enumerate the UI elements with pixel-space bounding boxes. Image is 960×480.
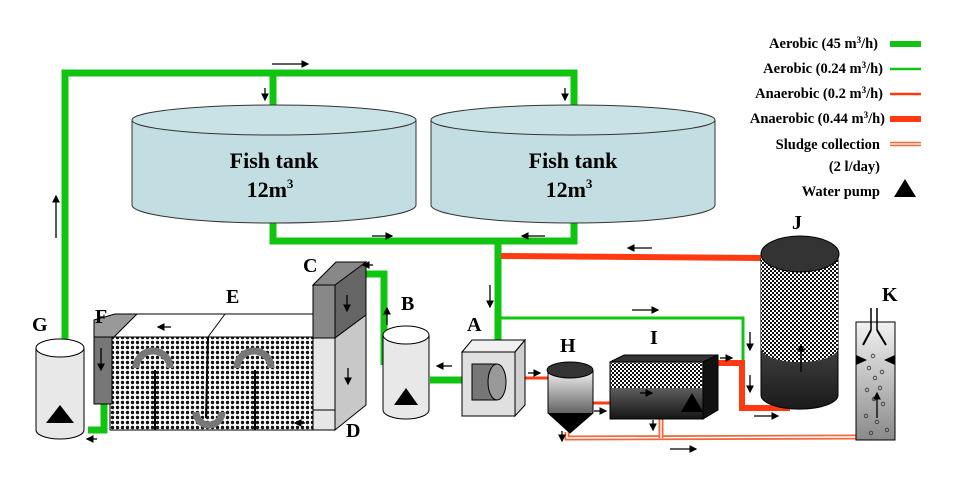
label-d: D xyxy=(346,420,360,442)
legend-item-anaerobic-thick: Anaerobic (0.44 m3/h) xyxy=(750,110,885,127)
flow-curve-icon xyxy=(132,347,174,369)
pipe-g-to-tanks xyxy=(61,69,578,345)
unit-g-pump-tank xyxy=(35,338,85,440)
anaerobic-thick-pipe-i-to-j xyxy=(712,360,790,411)
unit-k-aerator xyxy=(855,308,896,441)
water-pump-icon xyxy=(681,393,703,412)
pipe-f-to-g xyxy=(88,404,108,434)
unit-b-pump-tank xyxy=(382,325,430,420)
legend-item-sludge-rate: (2 l/day) xyxy=(829,159,880,175)
label-b: B xyxy=(401,293,414,315)
label-i: I xyxy=(650,327,658,349)
flow-curve-icon xyxy=(192,411,226,429)
anaerobic-thick-pipe-j-to-a xyxy=(500,253,763,261)
legend-item-aerobic-thin: Aerobic (0.24 m3/h) xyxy=(763,60,883,77)
unit-j-reactor xyxy=(760,235,840,410)
sludge-collection-line xyxy=(564,418,857,441)
legend-item-water-pump: Water pump xyxy=(802,184,880,200)
fish-tank-2-volume: 12m3 xyxy=(546,176,593,202)
label-e: E xyxy=(226,286,239,308)
unit-c-d xyxy=(311,261,368,432)
water-pump-icon xyxy=(394,388,418,405)
water-pump-icon xyxy=(894,179,916,197)
pipe-tanks-out xyxy=(269,222,578,245)
label-j: J xyxy=(792,212,802,234)
legend-item-sludge: Sludge collection xyxy=(776,137,880,153)
flow-curve-icon xyxy=(233,347,275,369)
legend-item-anaerobic-thin: Anaerobic (0.2 m3/h) xyxy=(755,85,883,102)
label-c: C xyxy=(303,255,317,277)
label-k: K xyxy=(882,284,898,306)
unit-i-reactor xyxy=(609,354,719,420)
unit-labels: A B C D E F G H I J K xyxy=(32,212,898,442)
aerobic-thin-pipe xyxy=(498,316,745,360)
unit-f xyxy=(93,313,139,405)
label-f: F xyxy=(95,306,107,328)
fish-tank-1: Fish tank 12m3 xyxy=(131,104,417,224)
unit-h-settler xyxy=(546,361,594,434)
label-h: H xyxy=(560,335,576,357)
water-pump-icon xyxy=(46,405,74,423)
flow-arrows xyxy=(52,60,881,453)
fish-tank-2-name: Fish tank xyxy=(529,148,618,173)
label-a: A xyxy=(467,314,482,336)
fish-tank-1-name: Fish tank xyxy=(230,148,319,173)
legend-item-aerobic-thick: Aerobic (45 m3/h) xyxy=(769,35,878,52)
label-g: G xyxy=(32,314,48,336)
fish-tank-1-volume: 12m3 xyxy=(247,176,294,202)
legend: Aerobic (45 m3/h) Aerobic (0.24 m3/h) An… xyxy=(750,35,921,200)
unit-a-drum-filter xyxy=(460,338,527,418)
fish-tank-2: Fish tank 12m3 xyxy=(430,104,716,224)
unit-e-biofilter xyxy=(108,313,337,431)
